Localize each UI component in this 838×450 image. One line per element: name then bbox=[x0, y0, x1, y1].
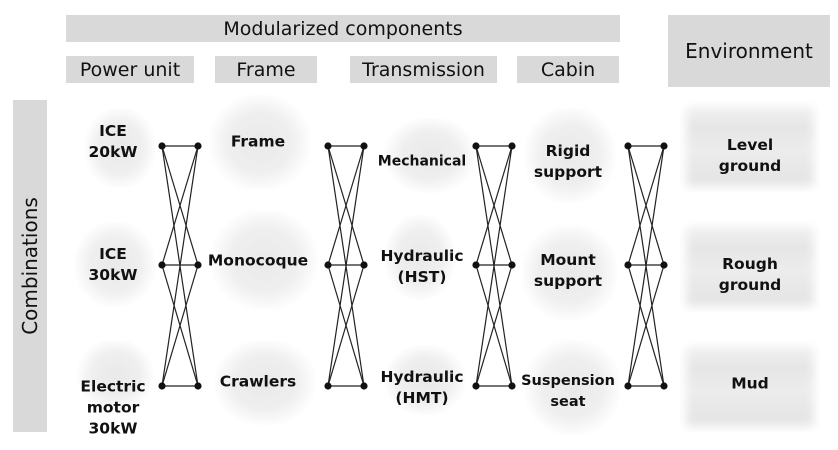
connection-line bbox=[627, 145, 665, 387]
connection-line bbox=[475, 145, 513, 387]
hmt-transmission-image bbox=[385, 345, 465, 415]
component-option-label: Hydraulic (HMT) bbox=[380, 368, 464, 407]
connection-node bbox=[194, 261, 202, 269]
component-option-label: ICE 30kW bbox=[88, 245, 138, 284]
connection-node bbox=[624, 382, 632, 390]
component-option-label: Frame bbox=[230, 132, 286, 151]
connection-node bbox=[508, 261, 516, 269]
connection-node bbox=[194, 142, 202, 150]
component-option-label: ICE 20kW bbox=[88, 122, 138, 161]
component-option-label: Electric motor 30kW bbox=[80, 377, 146, 438]
engine-image bbox=[75, 222, 155, 307]
connection-node bbox=[472, 142, 480, 150]
connection-node bbox=[324, 142, 332, 150]
environment-image-level-ground bbox=[680, 100, 820, 192]
modularized-components-label: Modularized components bbox=[223, 17, 463, 40]
category-header-cabin: Cabin bbox=[517, 56, 619, 83]
environment-option-label: Mud bbox=[731, 374, 769, 393]
category-header-frame: Frame bbox=[215, 56, 317, 83]
connection-node bbox=[660, 142, 668, 150]
environment-image-mud bbox=[680, 340, 820, 432]
component-option-label: Monocoque bbox=[207, 251, 309, 270]
connection-node bbox=[624, 142, 632, 150]
connection-node bbox=[360, 261, 368, 269]
modularized-components-header: Modularized components bbox=[66, 15, 620, 42]
component-option-label: Mechanical bbox=[377, 153, 467, 170]
combinations-sidebar: Combinations bbox=[13, 100, 47, 432]
connection-line bbox=[161, 145, 199, 266]
component-option-label: Rigid support bbox=[533, 142, 603, 181]
category-header-transmission: Transmission bbox=[350, 56, 497, 83]
connection-node bbox=[472, 261, 480, 269]
hst-transmission-image bbox=[385, 215, 455, 300]
mechanical-transmission-image bbox=[385, 118, 475, 193]
connection-line bbox=[327, 145, 365, 266]
cabin-mount-image bbox=[522, 225, 617, 320]
connection-node bbox=[158, 382, 166, 390]
crawler-image bbox=[215, 340, 315, 425]
connection-node bbox=[158, 142, 166, 150]
tractor-monocoque-image bbox=[212, 210, 317, 310]
connection-line bbox=[161, 264, 199, 387]
component-option-label: Mount support bbox=[533, 251, 603, 290]
connection-line bbox=[627, 264, 665, 387]
connection-node bbox=[158, 261, 166, 269]
connection-line bbox=[475, 145, 513, 266]
environment-option-label: Level ground bbox=[718, 136, 782, 175]
connection-node bbox=[324, 382, 332, 390]
category-label: Cabin bbox=[540, 58, 596, 81]
connection-node bbox=[624, 261, 632, 269]
cabin-suspension-image bbox=[525, 340, 620, 435]
connection-line bbox=[327, 145, 365, 387]
environment-label: Environment bbox=[685, 39, 813, 63]
component-option-label: Hydraulic (HST) bbox=[380, 247, 464, 286]
category-label: Power unit bbox=[79, 58, 181, 81]
connection-line bbox=[327, 264, 365, 387]
connection-line bbox=[161, 145, 199, 387]
environment-option-label: Rough ground bbox=[718, 255, 782, 294]
connection-node bbox=[360, 382, 368, 390]
connection-node bbox=[194, 382, 202, 390]
connection-line bbox=[475, 264, 513, 387]
component-option-label: Crawlers bbox=[219, 372, 297, 391]
connection-node bbox=[660, 382, 668, 390]
category-label: Frame bbox=[236, 58, 296, 81]
connection-node bbox=[508, 382, 516, 390]
connection-line bbox=[627, 145, 665, 266]
tractor-frame-image bbox=[210, 95, 310, 190]
connection-node bbox=[360, 142, 368, 150]
connection-node bbox=[508, 142, 516, 150]
connection-node bbox=[324, 261, 332, 269]
environment-header: Environment bbox=[668, 15, 830, 87]
connection-node bbox=[472, 382, 480, 390]
category-label: Transmission bbox=[362, 58, 485, 81]
category-header-power-unit: Power unit bbox=[66, 56, 194, 83]
motor-image bbox=[78, 340, 153, 410]
engine-image bbox=[85, 108, 155, 188]
environment-image-rough-ground bbox=[680, 220, 820, 312]
component-option-label: Suspension seat bbox=[521, 373, 615, 410]
cabin-rigid-image bbox=[525, 108, 615, 203]
connection-node bbox=[660, 261, 668, 269]
